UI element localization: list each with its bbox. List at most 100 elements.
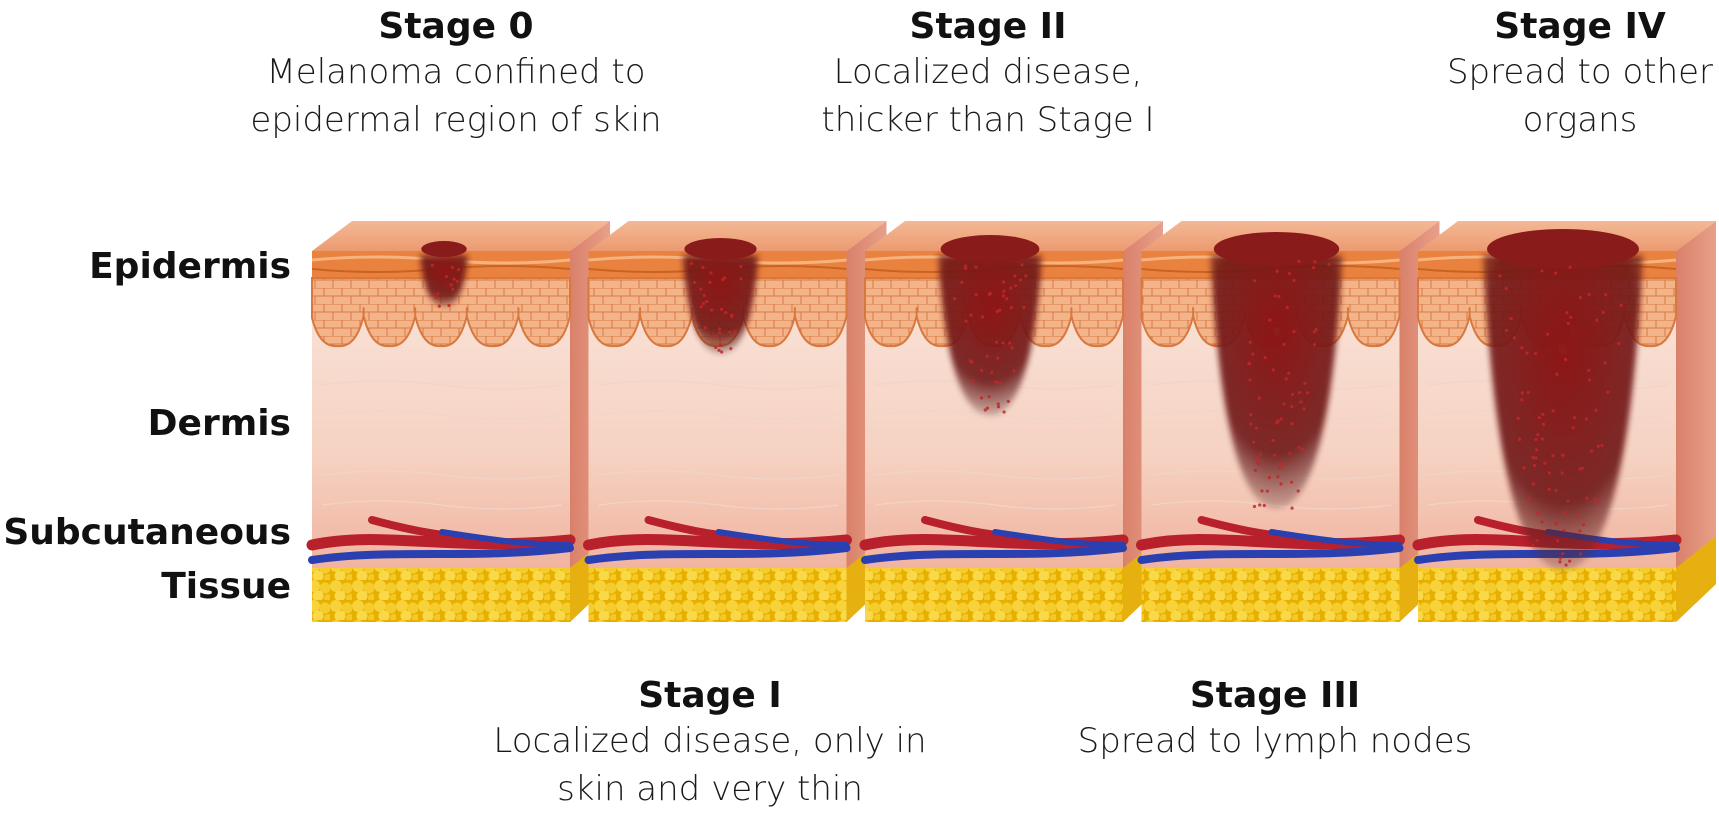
tumor-cell-dot — [1276, 419, 1279, 422]
tumor-cell-dot — [1555, 373, 1558, 376]
tumor-cell-dot — [451, 288, 454, 291]
melanoma-surface-lesion — [1487, 229, 1639, 269]
melanoma-surface-lesion — [941, 235, 1040, 263]
tumor-cell-dot — [1578, 467, 1581, 470]
tumor-cell-dot — [953, 297, 956, 300]
tumor-cell-dot — [1254, 469, 1257, 472]
tumor-cell-dot — [728, 331, 731, 334]
tumor-cell-dot — [1012, 369, 1015, 372]
tumor-cell-dot — [1568, 266, 1571, 269]
tumor-cell-dot — [1563, 511, 1566, 514]
tumor-cell-dot — [714, 346, 717, 349]
fat-layer — [589, 568, 847, 622]
tumor-cell-dot — [1279, 482, 1282, 485]
tumor-cell-dot — [739, 277, 742, 280]
tumor-cell-dot — [739, 265, 742, 268]
tumor-cell-dot — [1561, 552, 1564, 555]
tumor-cell-dot — [1255, 456, 1258, 459]
tumor-cell-dot — [1541, 413, 1544, 416]
tumor-cell-dot — [1014, 284, 1017, 287]
tumor-cell-dot — [1259, 452, 1262, 455]
tumor-cell-dot — [1554, 272, 1557, 275]
tumor-cell-dot — [1327, 263, 1330, 266]
tumor-cell-dot — [720, 350, 723, 353]
tumor-cell-dot — [1010, 346, 1013, 349]
tumor-cell-dot — [1019, 278, 1022, 281]
tumor-cell-dot — [457, 268, 460, 271]
tumor-cell-dot — [1525, 352, 1528, 355]
tumor-cell-dot — [445, 275, 448, 278]
skin-block-stage-3 — [1142, 221, 1440, 622]
tumor-cell-dot — [1567, 322, 1570, 325]
tumor-cell-dot — [719, 344, 722, 347]
tumor-cell-dot — [1535, 448, 1538, 451]
tumor-cell-dot — [996, 357, 999, 360]
tumor-cell-dot — [1002, 290, 1005, 293]
tumor-cell-dot — [980, 396, 983, 399]
tumor-cell-dot — [1510, 317, 1513, 320]
tumor-cell-dot — [1291, 422, 1294, 425]
fat-layer — [312, 568, 570, 622]
tumor-cell-dot — [693, 281, 696, 284]
tumor-cell-dot — [1513, 336, 1516, 339]
tumor-cell-dot — [451, 266, 454, 269]
tumor-cell-dot — [1303, 407, 1306, 410]
tumor-cell-dot — [431, 264, 434, 267]
tumor-cell-dot — [1566, 499, 1569, 502]
tumor-cell-dot — [997, 402, 1000, 405]
tumor-cell-dot — [1554, 522, 1557, 525]
tumor-cell-dot — [724, 311, 727, 314]
tumor-cell-dot — [1258, 503, 1261, 506]
tumor-cell-dot — [1536, 433, 1539, 436]
tumor-cell-dot — [1554, 489, 1557, 492]
tumor-cell-dot — [700, 305, 703, 308]
tumor-cell-dot — [997, 405, 1000, 408]
tumor-cell-dot — [1556, 539, 1559, 542]
tumor-cell-dot — [1565, 311, 1568, 314]
tumor-cell-dot — [1002, 280, 1005, 283]
tumor-cell-dot — [699, 287, 702, 290]
tumor-cell-dot — [1276, 475, 1279, 478]
tumor-cell-dot — [1010, 306, 1013, 309]
tumor-cell-dot — [729, 347, 732, 350]
tumor-cell-dot — [1594, 498, 1597, 501]
tumor-cell-dot — [438, 305, 441, 308]
tumor-cell-dot — [1297, 260, 1300, 263]
tumor-cell-dot — [1301, 448, 1304, 451]
tumor-cell-dot — [981, 315, 984, 318]
tumor-cell-dot — [709, 271, 712, 274]
tumor-cell-dot — [1013, 274, 1016, 277]
tumor-cell-dot — [450, 283, 453, 286]
tumor-cell-dot — [1531, 544, 1534, 547]
tumor-cell-dot — [1590, 450, 1593, 453]
tumor-cell-dot — [1585, 417, 1588, 420]
tumor-cell-dot — [985, 355, 988, 358]
melanoma-surface-lesion — [1214, 232, 1339, 266]
tumor-cell-dot — [447, 304, 450, 307]
tumor-cell-dot — [1280, 418, 1283, 421]
tumor-cell-dot — [702, 302, 705, 305]
tumor-cell-dot — [1263, 504, 1266, 507]
tumor-cell-dot — [730, 314, 733, 317]
tumor-cell-dot — [1266, 489, 1269, 492]
tumor-cell-dot — [1020, 263, 1023, 266]
skin-block-stage-4 — [1418, 221, 1716, 622]
tumor-cell-dot — [1527, 391, 1530, 394]
tumor-cell-dot — [1248, 362, 1251, 365]
tumor-cell-dot — [456, 280, 459, 283]
tumor-cell-dot — [710, 309, 713, 312]
tumor-cell-dot — [1548, 471, 1551, 474]
tumor-cell-dot — [1536, 512, 1539, 515]
tumor-cell-dot — [1600, 444, 1603, 447]
tumor-cell-dot — [1255, 427, 1258, 430]
tumor-cell-dot — [1548, 488, 1551, 491]
tumor-cell-dot — [1551, 454, 1554, 457]
tumor-cell-dot — [1275, 270, 1278, 273]
tumor-cell-dot — [1249, 413, 1252, 416]
tumor-cell-dot — [1002, 410, 1005, 413]
tumor-cell-dot — [1273, 454, 1276, 457]
tumor-cell-dot — [1297, 446, 1300, 449]
tumor-cell-dot — [969, 359, 972, 362]
tumor-cell-dot — [1009, 286, 1012, 289]
tumor-cell-dot — [720, 308, 723, 311]
